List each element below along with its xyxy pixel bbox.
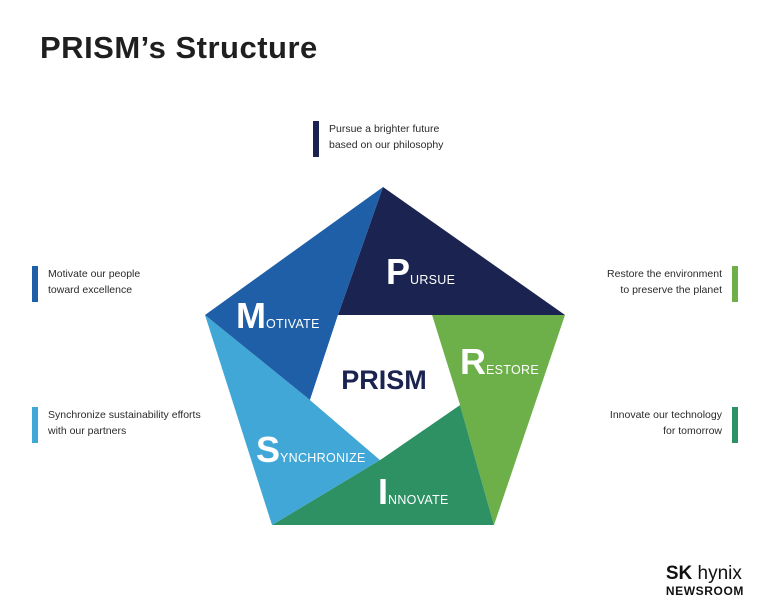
segment-initial-synchronize: S bbox=[256, 429, 280, 470]
segment-rest-restore: ESTORE bbox=[486, 363, 539, 377]
callout-innovate-bar bbox=[732, 407, 738, 443]
segment-synchronize bbox=[205, 315, 380, 525]
segment-label-innovate: INNOVATE bbox=[378, 471, 449, 512]
segment-label-pursue: PURSUE bbox=[386, 251, 455, 292]
center-label: PRISM bbox=[341, 365, 427, 395]
brand-newsroom: NEWSROOM bbox=[665, 584, 744, 598]
segment-label-restore: RESTORE bbox=[460, 341, 539, 382]
callout-restore-bar bbox=[732, 266, 738, 302]
callout-innovate: Innovate our technology for tomorrow bbox=[609, 407, 738, 443]
segment-rest-innovate: NNOVATE bbox=[388, 493, 449, 507]
callout-restore-line-1: Restore the environment bbox=[607, 268, 722, 280]
segment-label-motivate: MOTIVATE bbox=[236, 295, 320, 336]
callout-synchronize-line-2: with our partners bbox=[48, 425, 127, 437]
callout-innovate-line-2: for tomorrow bbox=[663, 425, 722, 437]
callout-pursue-line-2: based on our philosophy bbox=[329, 139, 444, 151]
callout-synchronize: Synchronize sustainability efforts with … bbox=[32, 407, 201, 443]
segment-restore bbox=[432, 315, 565, 525]
callout-motivate-line-1: Motivate our people bbox=[48, 268, 141, 280]
callout-motivate: Motivate our people toward excellence bbox=[32, 266, 141, 302]
callout-synchronize-bar bbox=[32, 407, 38, 443]
callout-innovate-line-1: Innovate our technology bbox=[609, 409, 722, 421]
callout-restore-line-2: to preserve the planet bbox=[620, 284, 722, 296]
segment-rest-pursue: URSUE bbox=[410, 273, 455, 287]
callout-motivate-line-2: toward excellence bbox=[48, 284, 133, 296]
sk-hynix-newsroom-logo: SK hynix NEWSROOM bbox=[666, 564, 744, 598]
callout-synchronize-line-1: Synchronize sustainability efforts bbox=[48, 409, 201, 421]
callout-motivate-bar bbox=[32, 266, 38, 302]
segment-motivate bbox=[205, 187, 383, 400]
segment-innovate bbox=[272, 405, 494, 525]
callout-pursue-bar bbox=[313, 121, 319, 157]
segment-rest-motivate: OTIVATE bbox=[266, 317, 320, 331]
center-pentagon bbox=[310, 315, 460, 460]
segment-pursue bbox=[338, 187, 565, 315]
segment-initial-pursue: P bbox=[386, 251, 410, 292]
callout-restore: Restore the environment to preserve the … bbox=[607, 266, 738, 302]
segment-initial-motivate: M bbox=[236, 295, 266, 336]
brand-hynix: hynix bbox=[697, 563, 742, 584]
segment-initial-innovate: I bbox=[378, 471, 388, 512]
callout-pursue-line-1: Pursue a brighter future bbox=[329, 123, 440, 135]
segment-initial-restore: R bbox=[460, 341, 486, 382]
segment-label-synchronize: SYNCHRONIZE bbox=[256, 429, 366, 470]
page-title: PRISM’s Structure bbox=[40, 30, 318, 65]
segment-rest-synchronize: YNCHRONIZE bbox=[280, 451, 366, 465]
brand-sk: SK bbox=[665, 563, 693, 584]
callout-pursue: Pursue a brighter future based on our ph… bbox=[313, 121, 444, 157]
